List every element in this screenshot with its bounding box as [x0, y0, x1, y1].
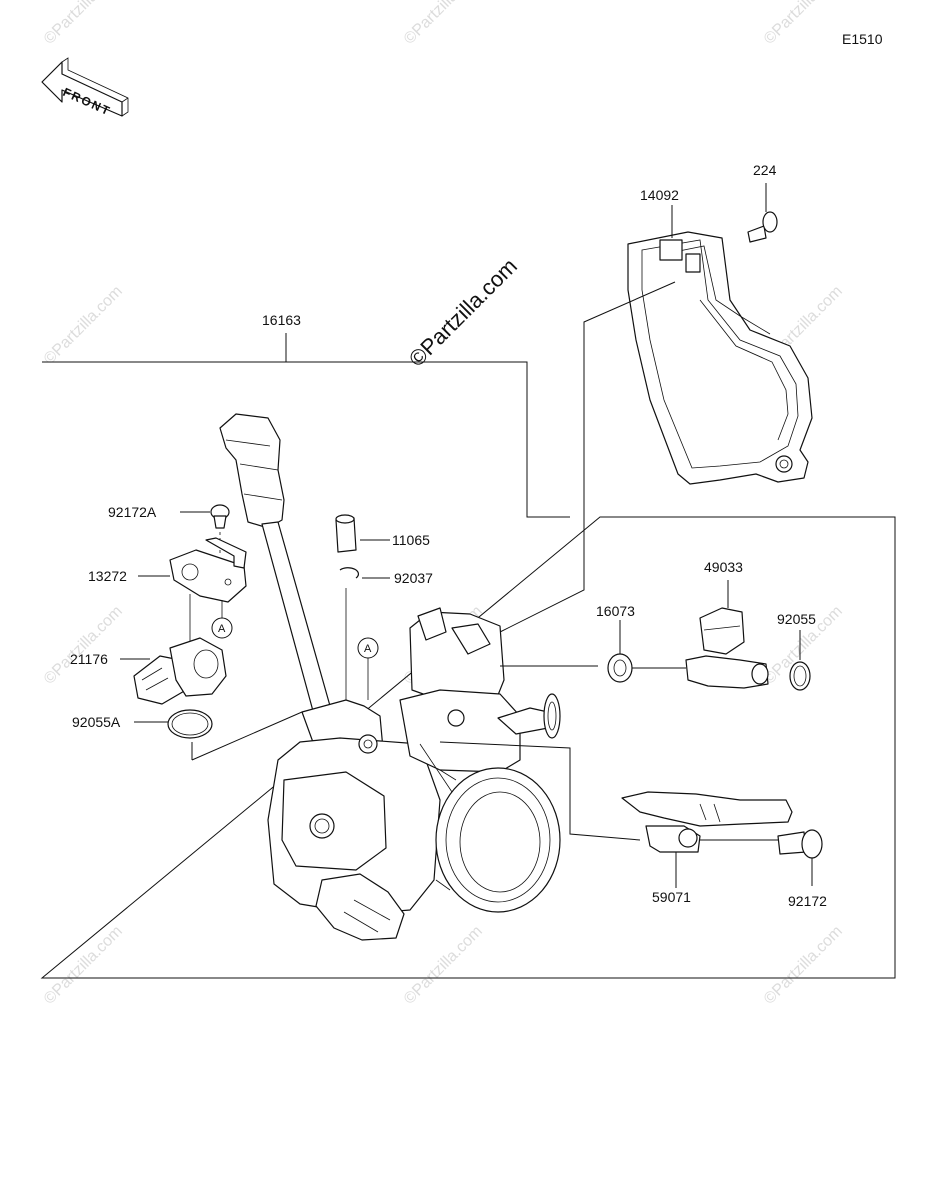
- front-arrow-icon: FRONT: [41, 57, 129, 119]
- circlip-92037-part[interactable]: [339, 567, 360, 579]
- fuel-injector-part[interactable]: [685, 607, 769, 689]
- part-label-92172: 92172: [788, 893, 827, 909]
- watermark: ©Partzilla.com: [761, 923, 846, 1008]
- screw-224-part[interactable]: [747, 211, 778, 243]
- plug-11065-part[interactable]: [335, 514, 357, 553]
- watermark: ©Partzilla.com: [761, 0, 846, 48]
- screw-92172A-part[interactable]: [210, 504, 230, 529]
- part-label-92037: 92037: [394, 570, 433, 586]
- callout-a-left: A: [211, 617, 233, 639]
- part-label-13272: 13272: [88, 568, 127, 584]
- sensor-bracket-part[interactable]: [169, 537, 247, 603]
- watermark: ©Partzilla.com: [41, 923, 126, 1008]
- diagram-code: E1510: [842, 31, 883, 47]
- svg-text:A: A: [218, 623, 226, 635]
- part-label-21176: 21176: [70, 651, 108, 667]
- part-label-16073: 16073: [596, 603, 635, 619]
- assembly-boundary: [40, 361, 896, 979]
- part-label-49033: 49033: [704, 559, 743, 575]
- svg-text:A: A: [364, 643, 372, 655]
- part-label-59071: 59071: [652, 889, 691, 905]
- o-ring-92055A-part[interactable]: [167, 709, 213, 739]
- part-label-224: 224: [753, 162, 777, 178]
- watermark: ©Partzilla.com: [41, 283, 126, 368]
- throttle-cover-part[interactable]: [627, 231, 813, 485]
- watermark: ©Partzilla.com: [41, 603, 126, 688]
- watermark: ©Partzilla.com: [401, 923, 486, 1008]
- o-ring-92055-part[interactable]: [789, 661, 811, 691]
- part-label-92172A: 92172A: [108, 504, 157, 520]
- watermark-center: ©Partzilla.com: [404, 253, 522, 371]
- watermark: ©Partzilla.com: [401, 0, 486, 48]
- part-label-11065: 11065: [392, 532, 430, 548]
- part-label-92055A: 92055A: [72, 714, 121, 730]
- part-label-14092: 14092: [640, 187, 679, 203]
- washer-16073-part[interactable]: [607, 653, 633, 683]
- delivery-pipe-part[interactable]: [621, 791, 793, 853]
- throttle-body-part[interactable]: [267, 607, 561, 941]
- part-label-16163: 16163: [262, 312, 301, 328]
- watermark: ©Partzilla.com: [41, 0, 126, 48]
- callout-a-center: A: [357, 637, 379, 659]
- throttle-position-sensor-part[interactable]: [133, 637, 227, 705]
- part-label-92055: 92055: [777, 611, 816, 627]
- screw-92172-part[interactable]: [777, 829, 823, 859]
